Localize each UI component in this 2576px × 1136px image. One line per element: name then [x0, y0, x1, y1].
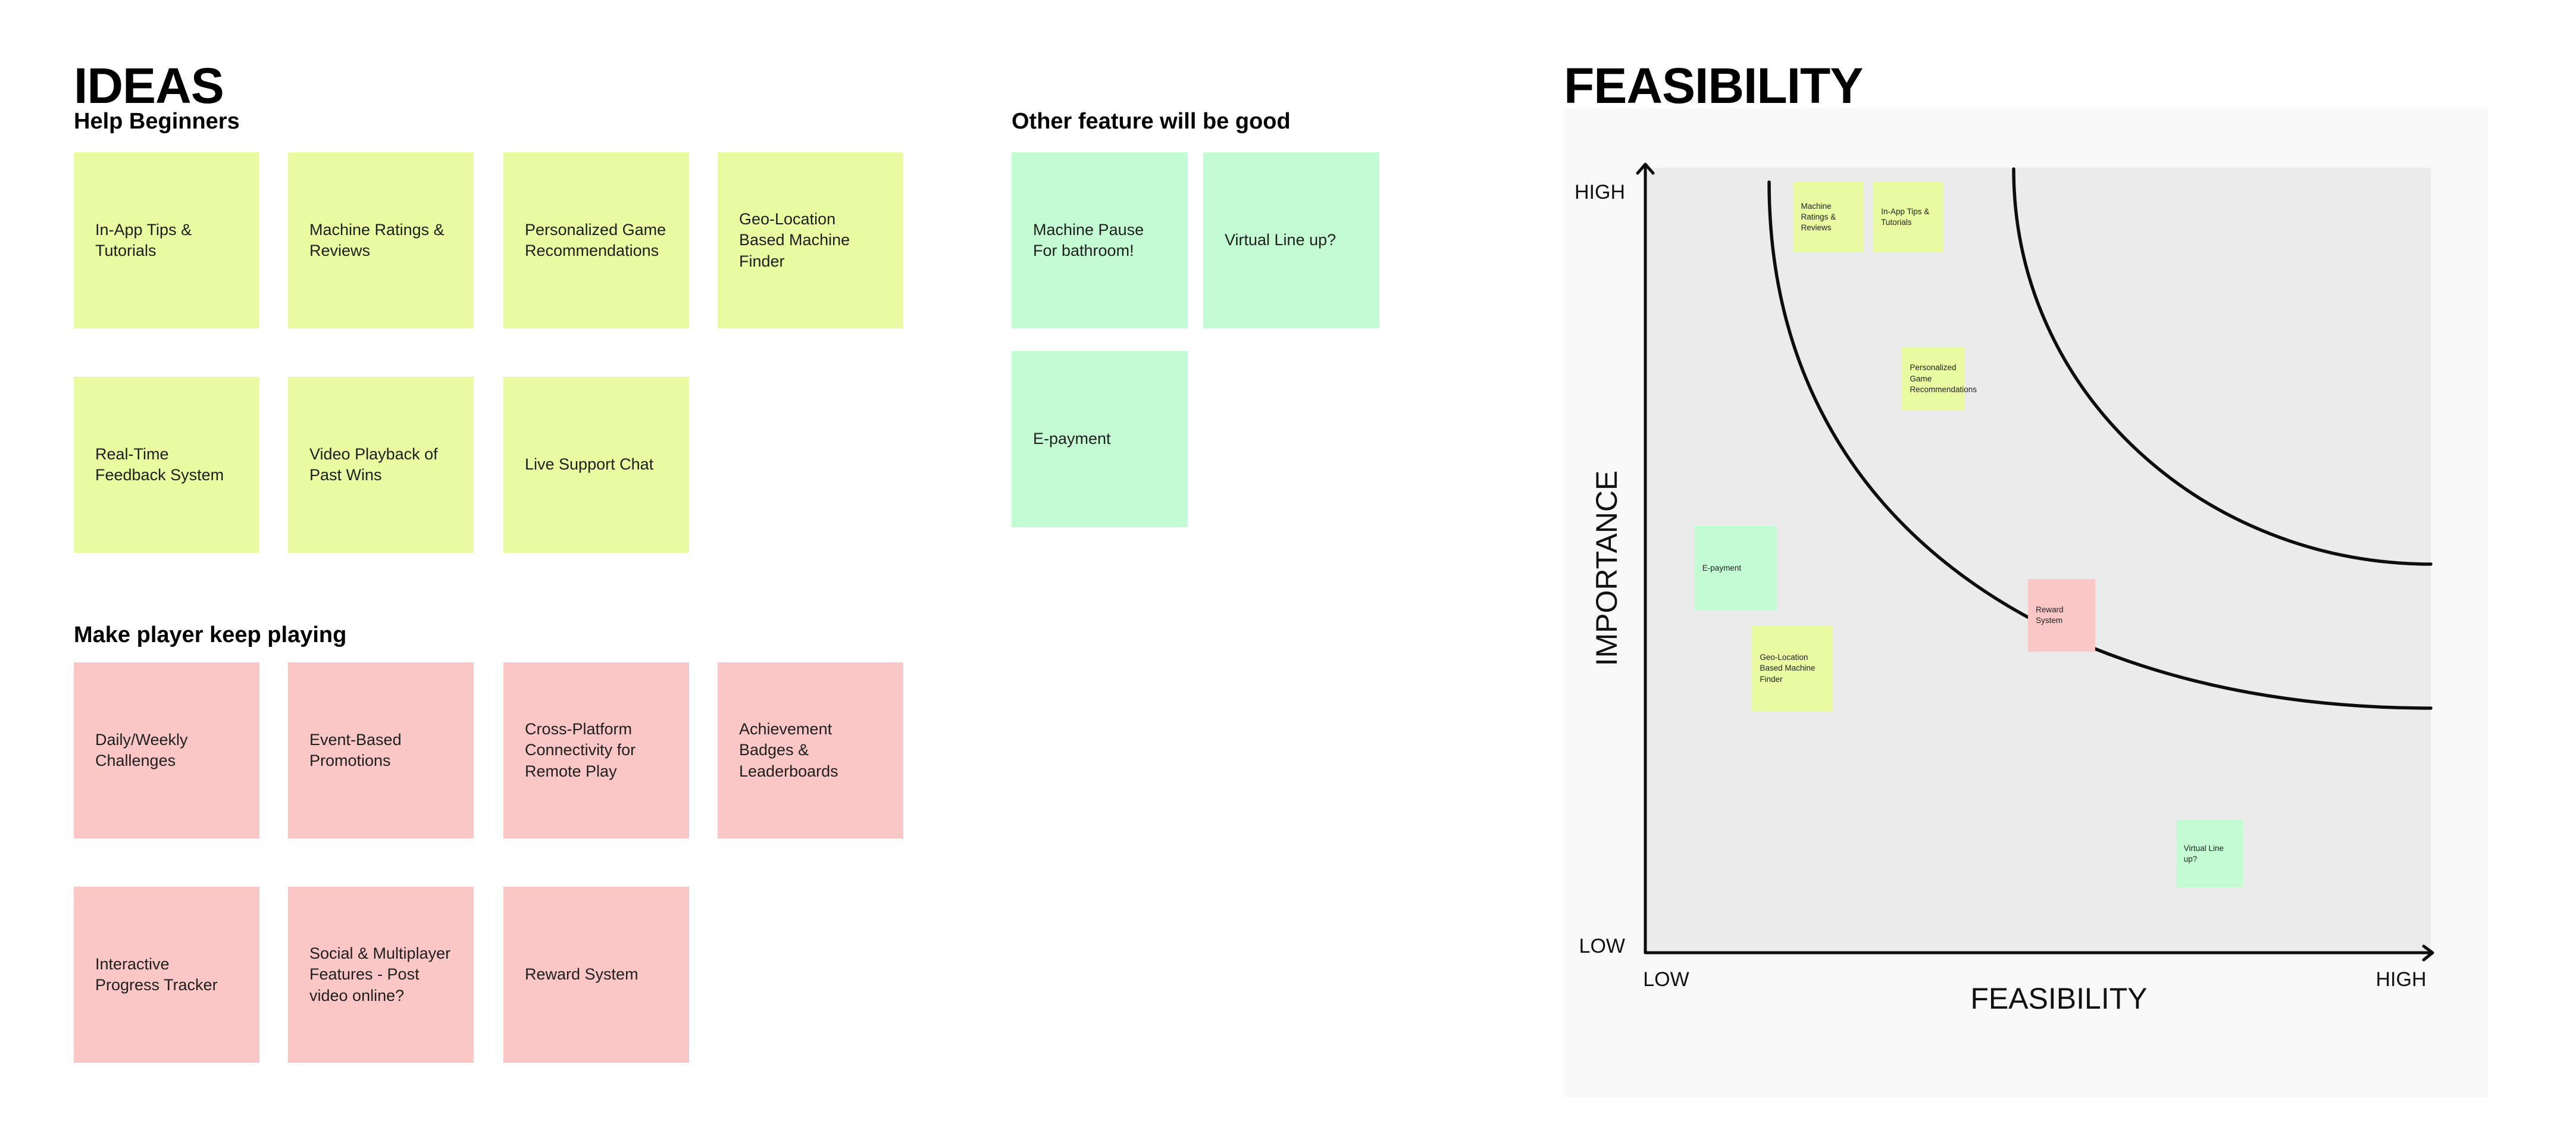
sticky-note[interactable]: Cross-Platform Connectivity for Remote P…	[503, 662, 689, 838]
sticky-note[interactable]: In-App Tips & Tutorials	[74, 152, 259, 328]
sticky-note[interactable]: E-payment	[1012, 351, 1188, 527]
y-axis-high-label: HIGH	[1575, 181, 1625, 204]
x-axis-low-label: LOW	[1643, 968, 1689, 991]
sticky-note[interactable]: Daily/Weekly Challenges	[74, 662, 259, 838]
sticky-note[interactable]: Interactive Progress Tracker	[74, 887, 259, 1063]
y-axis-title: IMPORTANCE	[1590, 470, 1623, 666]
x-axis-title: FEASIBILITY	[1970, 982, 2148, 1015]
group-heading: Help Beginners	[74, 109, 240, 134]
sticky-note[interactable]: Geo-Location Based Machine Finder	[718, 152, 903, 328]
plotted-sticky-note[interactable]: Reward System	[2028, 578, 2096, 652]
sticky-note[interactable]: Real-Time Feedback System	[74, 377, 259, 553]
plotted-sticky-note[interactable]: Geo-Location Based Machine Finder	[1752, 625, 1833, 712]
x-axis-high-label: HIGH	[2375, 968, 2427, 991]
group-heading: Make player keep playing	[74, 622, 347, 647]
plotted-sticky-note[interactable]: Personalized Game Recommendations	[1902, 347, 1977, 411]
plotted-sticky-note[interactable]: Virtual Line up?	[2176, 820, 2243, 888]
sticky-note[interactable]: Personalized Game Recommendations	[503, 152, 689, 328]
plotted-sticky-note[interactable]: In-App Tips & Tutorials	[1873, 182, 1944, 253]
sticky-note[interactable]: Event-Based Promotions	[288, 662, 474, 838]
y-axis-low-label: LOW	[1579, 935, 1625, 957]
plotted-sticky-note[interactable]: E-payment	[1694, 525, 1777, 611]
sticky-note[interactable]: Live Support Chat	[503, 377, 689, 553]
sticky-note[interactable]: Achievement Badges & Leaderboards	[718, 662, 903, 838]
group-heading: Other feature will be good	[1012, 109, 1291, 134]
sticky-note[interactable]: Machine Pause For bathroom!	[1012, 152, 1188, 328]
sticky-note[interactable]: Video Playback of Past Wins	[288, 377, 474, 553]
sticky-note[interactable]: Reward System	[503, 887, 689, 1063]
plotted-sticky-note[interactable]: Machine Ratings & Reviews	[1793, 182, 1864, 253]
feasibility-title: FEASIBILITY	[1564, 58, 1863, 114]
sticky-note[interactable]: Virtual Line up?	[1203, 152, 1379, 328]
ideas-title: IDEAS	[74, 58, 224, 114]
sticky-note[interactable]: Social & Multiplayer Features - Post vid…	[288, 887, 474, 1063]
sticky-note[interactable]: Machine Ratings & Reviews	[288, 152, 474, 328]
